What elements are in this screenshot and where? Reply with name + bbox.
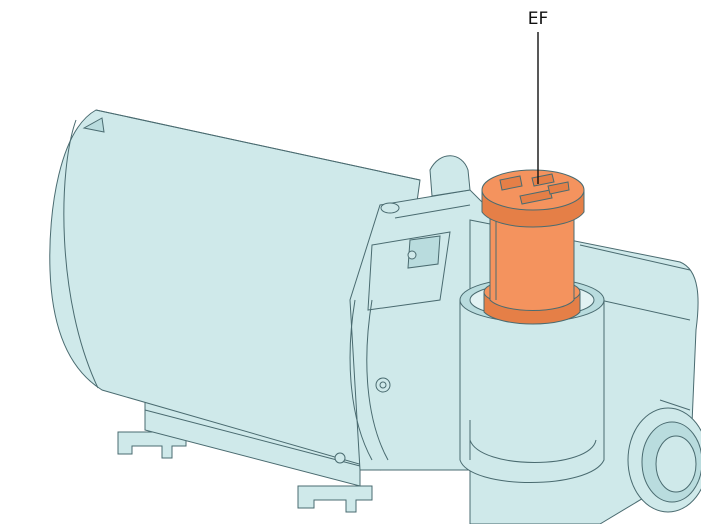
top-bracket bbox=[429, 155, 471, 197]
outlet-connector bbox=[627, 407, 701, 513]
callout-ef: EF bbox=[528, 9, 549, 184]
motor-housing bbox=[49, 109, 421, 471]
top-screw bbox=[380, 202, 400, 214]
latch-pin bbox=[375, 377, 391, 393]
filter-cartridge bbox=[481, 169, 585, 325]
mounting-foot-left bbox=[117, 431, 187, 459]
end-cap-marker bbox=[82, 117, 105, 133]
callout-label-ef: EF bbox=[528, 9, 549, 29]
mounting-foot-right bbox=[297, 485, 373, 513]
